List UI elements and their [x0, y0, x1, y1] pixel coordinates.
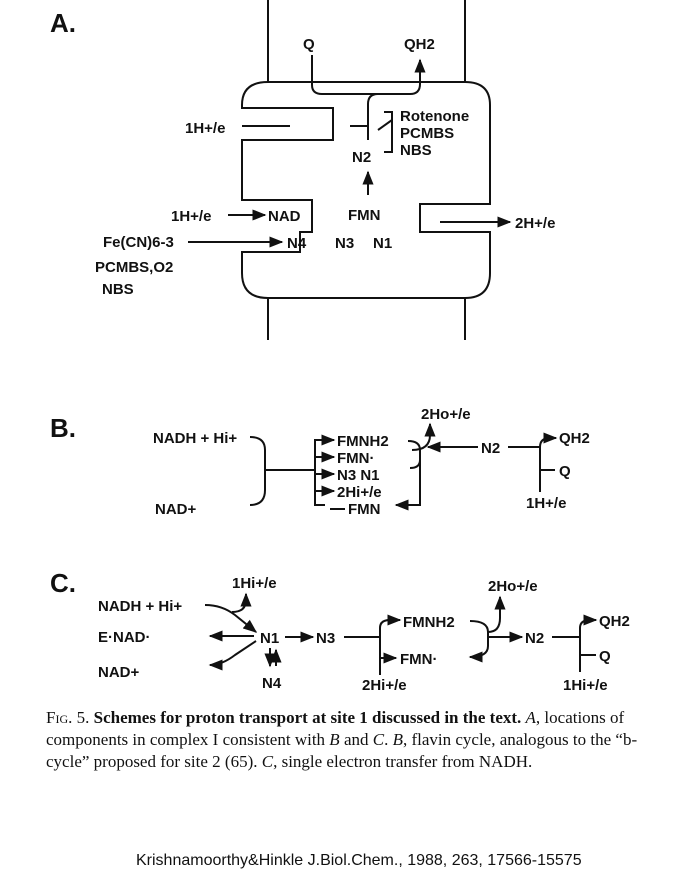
- b-left-bracket: [249, 436, 315, 506]
- label-b-nadh: NADH + Hi+: [153, 430, 237, 447]
- label-c-hi-bottom: 1Hi+/e: [563, 677, 608, 694]
- caption-title: Schemes for proton transport at site 1 d…: [93, 708, 522, 727]
- label-b-qh2: QH2: [559, 430, 590, 447]
- label-c-n1: N1: [260, 630, 279, 647]
- complex-outline: [241, 81, 491, 299]
- caption-part-c-letter: C: [261, 752, 274, 771]
- label-a-ferricyanide: Fe(CN)6-3: [103, 234, 174, 251]
- label-c-nadh: NADH + Hi+: [98, 598, 182, 615]
- b-q-branch-lower: [539, 447, 555, 471]
- panel-b: B. NADH + Hi+ NAD+ FMNH2 FMN· N3 N1 2Hi+…: [50, 406, 590, 518]
- caption-part-c-ref: C: [372, 730, 385, 749]
- label-a-n4: N4: [287, 235, 307, 252]
- label-c-qh2: QH2: [599, 613, 630, 630]
- caption-part-a-letter: A: [525, 708, 536, 727]
- caption-part-b-letter: B: [392, 730, 403, 749]
- caption-figure-label: Fig. 5.: [46, 708, 90, 727]
- label-a-fmn: FMN: [348, 207, 381, 224]
- c-nad-arrow: [208, 640, 257, 671]
- c-nadh-arrow: [204, 604, 258, 633]
- q-cycle-path: [311, 55, 426, 95]
- label-b-q: Q: [559, 463, 571, 480]
- citation: Krishnamoorthy&Hinkle J.Biol.Chem., 1988…: [136, 852, 582, 869]
- label-a-n3: N3: [335, 235, 354, 252]
- panel-c-letter: C.: [50, 568, 76, 598]
- c-ho-arrow: [487, 595, 506, 633]
- label-c-fmn-radical: FMN·: [400, 651, 438, 668]
- caption-part-b-text: , flavin cycle, analogous to the “b-cycl…: [46, 730, 638, 771]
- panel-b-letter: B.: [50, 413, 76, 443]
- b-q-branch: [539, 432, 558, 460]
- label-b-hi: 2Hi+/e: [337, 484, 382, 501]
- c-right-loop: [468, 620, 489, 663]
- label-a-rotenone: Rotenone: [400, 108, 469, 125]
- label-b-n2: N2: [481, 440, 500, 457]
- label-b-fmnh2: FMNH2: [337, 433, 389, 450]
- c-fmn-branch-lower: [379, 637, 398, 664]
- label-c-e-nad: E·NAD·: [98, 629, 151, 646]
- b-flavin-loop-left: [314, 439, 325, 506]
- label-a-nbs: NBS: [400, 142, 432, 159]
- caption-part-c-text: , single electron transfer from NADH.: [273, 752, 533, 771]
- label-c-n4: N4: [262, 675, 282, 692]
- label-b-fmn: FMN: [348, 501, 381, 518]
- label-a-n2: N2: [352, 149, 371, 166]
- label-b-h-bottom: 1H+/e: [526, 495, 566, 512]
- label-a-pcmbs-o2: PCMBS,O2: [95, 259, 173, 276]
- c-hi-top-arrow: [231, 592, 252, 613]
- label-b-nad-plus: NAD+: [155, 501, 196, 518]
- label-a-h-nad: 1H+/e: [171, 208, 211, 225]
- label-c-nad-plus: NAD+: [98, 664, 139, 681]
- label-c-n2: N2: [525, 630, 544, 647]
- label-c-n3: N3: [316, 630, 335, 647]
- c-q-branch: [579, 614, 598, 637]
- label-a-nad: NAD: [268, 208, 301, 225]
- inhibitor-bracket: [377, 111, 393, 153]
- label-a-n1: N1: [373, 235, 392, 252]
- panel-a-letter: A.: [50, 8, 76, 38]
- label-c-fmnh2: FMNH2: [403, 614, 455, 631]
- panel-c: C. 1Hi+/e NADH + Hi+ E·NAD· NAD+ N1 N4 N…: [50, 568, 630, 694]
- b-ho-arrow: [411, 422, 436, 451]
- c-fmn-branch: [379, 614, 402, 637]
- b-flavin-loop-right: [396, 440, 421, 505]
- caption-part-b-ref: B: [329, 730, 340, 749]
- caption-part-a-text: , locations of components in complex I c…: [46, 708, 625, 749]
- caption-period: .: [384, 730, 393, 749]
- label-c-q: Q: [599, 648, 611, 665]
- label-a-q: Q: [303, 36, 315, 53]
- inner-proton-path: [367, 93, 379, 140]
- panel-a: A. Q QH2 Rotenone PCMBS NBS 1H+/e N2 FMN…: [50, 0, 555, 340]
- label-a-nbs-bottom: NBS: [102, 281, 134, 298]
- label-a-h-left-top: 1H+/e: [185, 120, 225, 137]
- label-a-pcmbs: PCMBS: [400, 125, 454, 142]
- label-c-hi-mid: 2Hi+/e: [362, 677, 407, 694]
- label-c-hi-top: 1Hi+/e: [232, 575, 277, 592]
- label-b-n3n1: N3 N1: [337, 467, 380, 484]
- label-c-ho: 2Ho+/e: [488, 578, 538, 595]
- caption-and-text: and: [339, 730, 373, 749]
- label-a-h-right: 2H+/e: [515, 215, 555, 232]
- label-a-qh2: QH2: [404, 36, 435, 53]
- figure-caption: Fig. 5. Schemes for proton transport at …: [46, 707, 676, 773]
- label-b-ho: 2Ho+/e: [421, 406, 471, 423]
- label-b-fmn-radical: FMN·: [337, 450, 375, 467]
- c-q-branch-lower: [579, 637, 596, 656]
